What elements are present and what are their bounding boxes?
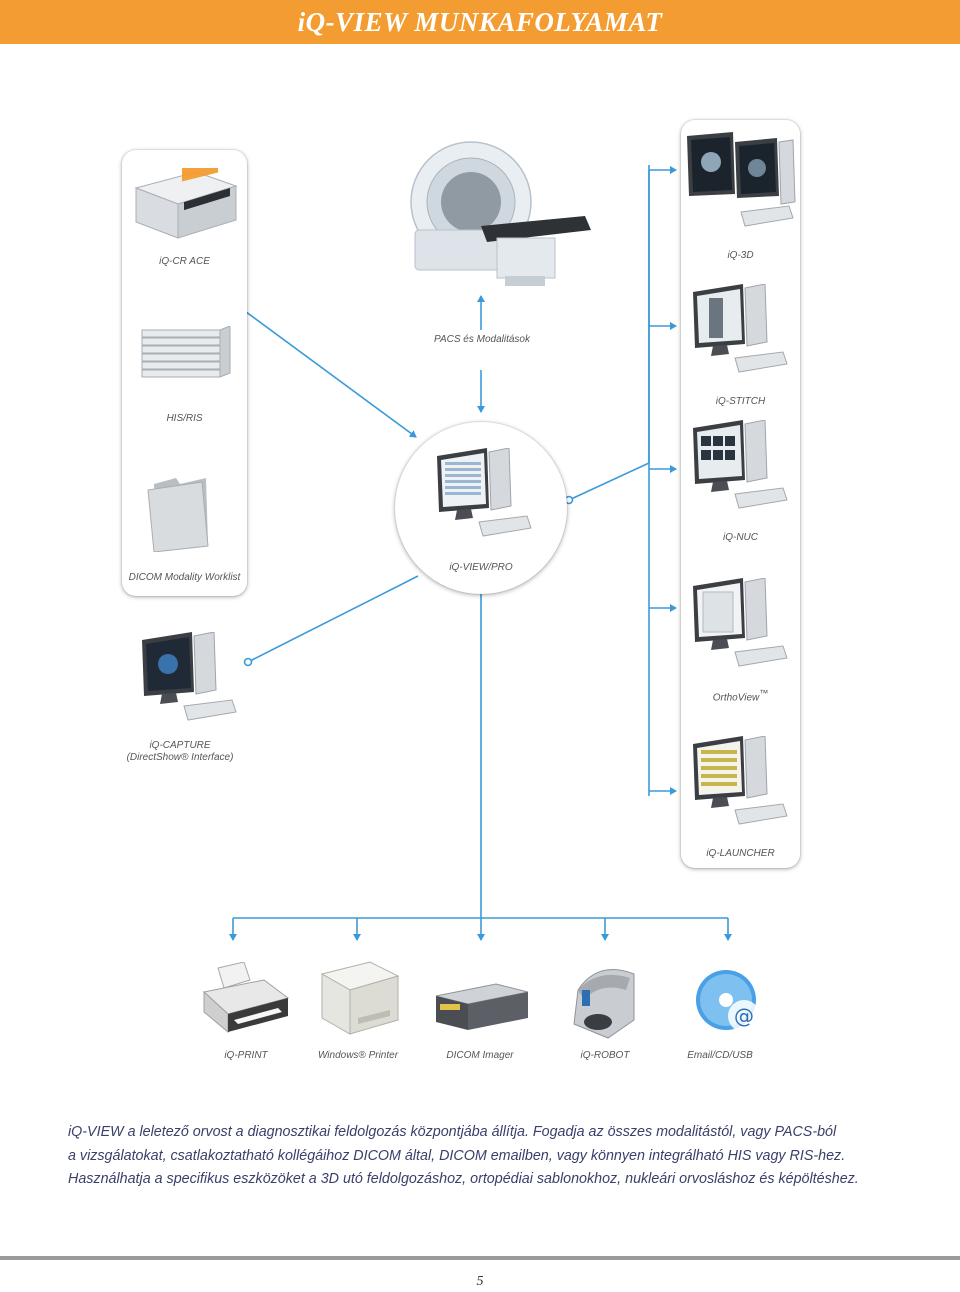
printer-icon	[198, 961, 294, 1041]
workstation-icon	[431, 447, 535, 549]
page-title: iQ-VIEW MUNKAFOLYAMAT	[297, 6, 663, 37]
output-label: iQ-PRINT	[224, 1050, 268, 1061]
output-label: iQ-ROBOT	[580, 1050, 630, 1061]
workstation-icon	[687, 419, 795, 521]
page-number: 5	[476, 1274, 484, 1289]
capture-label: iQ-CAPTURE (DirectShow® Interface)	[126, 740, 234, 763]
workstation-icon	[136, 631, 240, 733]
right-item-label: OrthoView™	[712, 688, 769, 704]
svg-text:@: @	[734, 1004, 754, 1028]
right-item-label: iQ-3D	[727, 250, 754, 261]
left-item-label: DICOM Modality Worklist	[128, 572, 241, 583]
right-item-label: iQ-STITCH	[715, 396, 766, 407]
workstation-icon	[687, 735, 795, 837]
footer-divider	[0, 1256, 960, 1260]
film-imager-icon	[432, 980, 532, 1037]
page-header: iQ-VIEW MUNKAFOLYAMAT	[0, 0, 960, 44]
workstation-icon	[687, 577, 795, 679]
iq-view-pro-node: iQ-VIEW/PRO	[395, 422, 567, 594]
description-paragraph: iQ-VIEW a leletező orvost a diagnosztika…	[68, 1121, 948, 1192]
description-line: a vizsgálatokat, csatlakoztatható kollég…	[68, 1147, 846, 1164]
cd-email-icon: @	[694, 966, 764, 1041]
dual-monitor-workstation-icon	[685, 132, 797, 237]
tools-card: iQ-3D iQ-STITCH iQ-NUC	[681, 120, 800, 868]
laser-printer-icon	[318, 958, 402, 1043]
folder-icon	[146, 476, 216, 557]
center-label: iQ-VIEW/PRO	[449, 562, 513, 573]
left-item-label: HIS/RIS	[166, 413, 203, 424]
cr-reader-icon	[132, 158, 240, 245]
output-label: DICOM Imager	[446, 1050, 514, 1061]
disc-robot-icon	[568, 960, 640, 1047]
ct-scanner-icon	[405, 130, 595, 295]
workstation-icon	[687, 283, 795, 385]
pacs-label: PACS és Modalitások	[434, 334, 530, 345]
right-item-label: iQ-LAUNCHER	[706, 848, 775, 859]
right-item-label: iQ-NUC	[723, 532, 758, 543]
output-label: Email/CD/USB	[687, 1050, 753, 1061]
left-input-arrow	[237, 305, 417, 438]
input-sources-card: iQ-CR ACE HIS/RIS DICOM Modality Worklis…	[122, 150, 247, 596]
description-line: iQ-VIEW a leletező orvost a diagnosztika…	[68, 1124, 837, 1140]
description-line: Használhatja a specifikus eszközöket a 3…	[68, 1171, 859, 1187]
capture-link	[247, 575, 419, 663]
left-item-label: iQ-CR ACE	[159, 256, 210, 267]
output-label: Windows® Printer	[317, 1050, 399, 1061]
server-rack-icon	[140, 325, 232, 391]
